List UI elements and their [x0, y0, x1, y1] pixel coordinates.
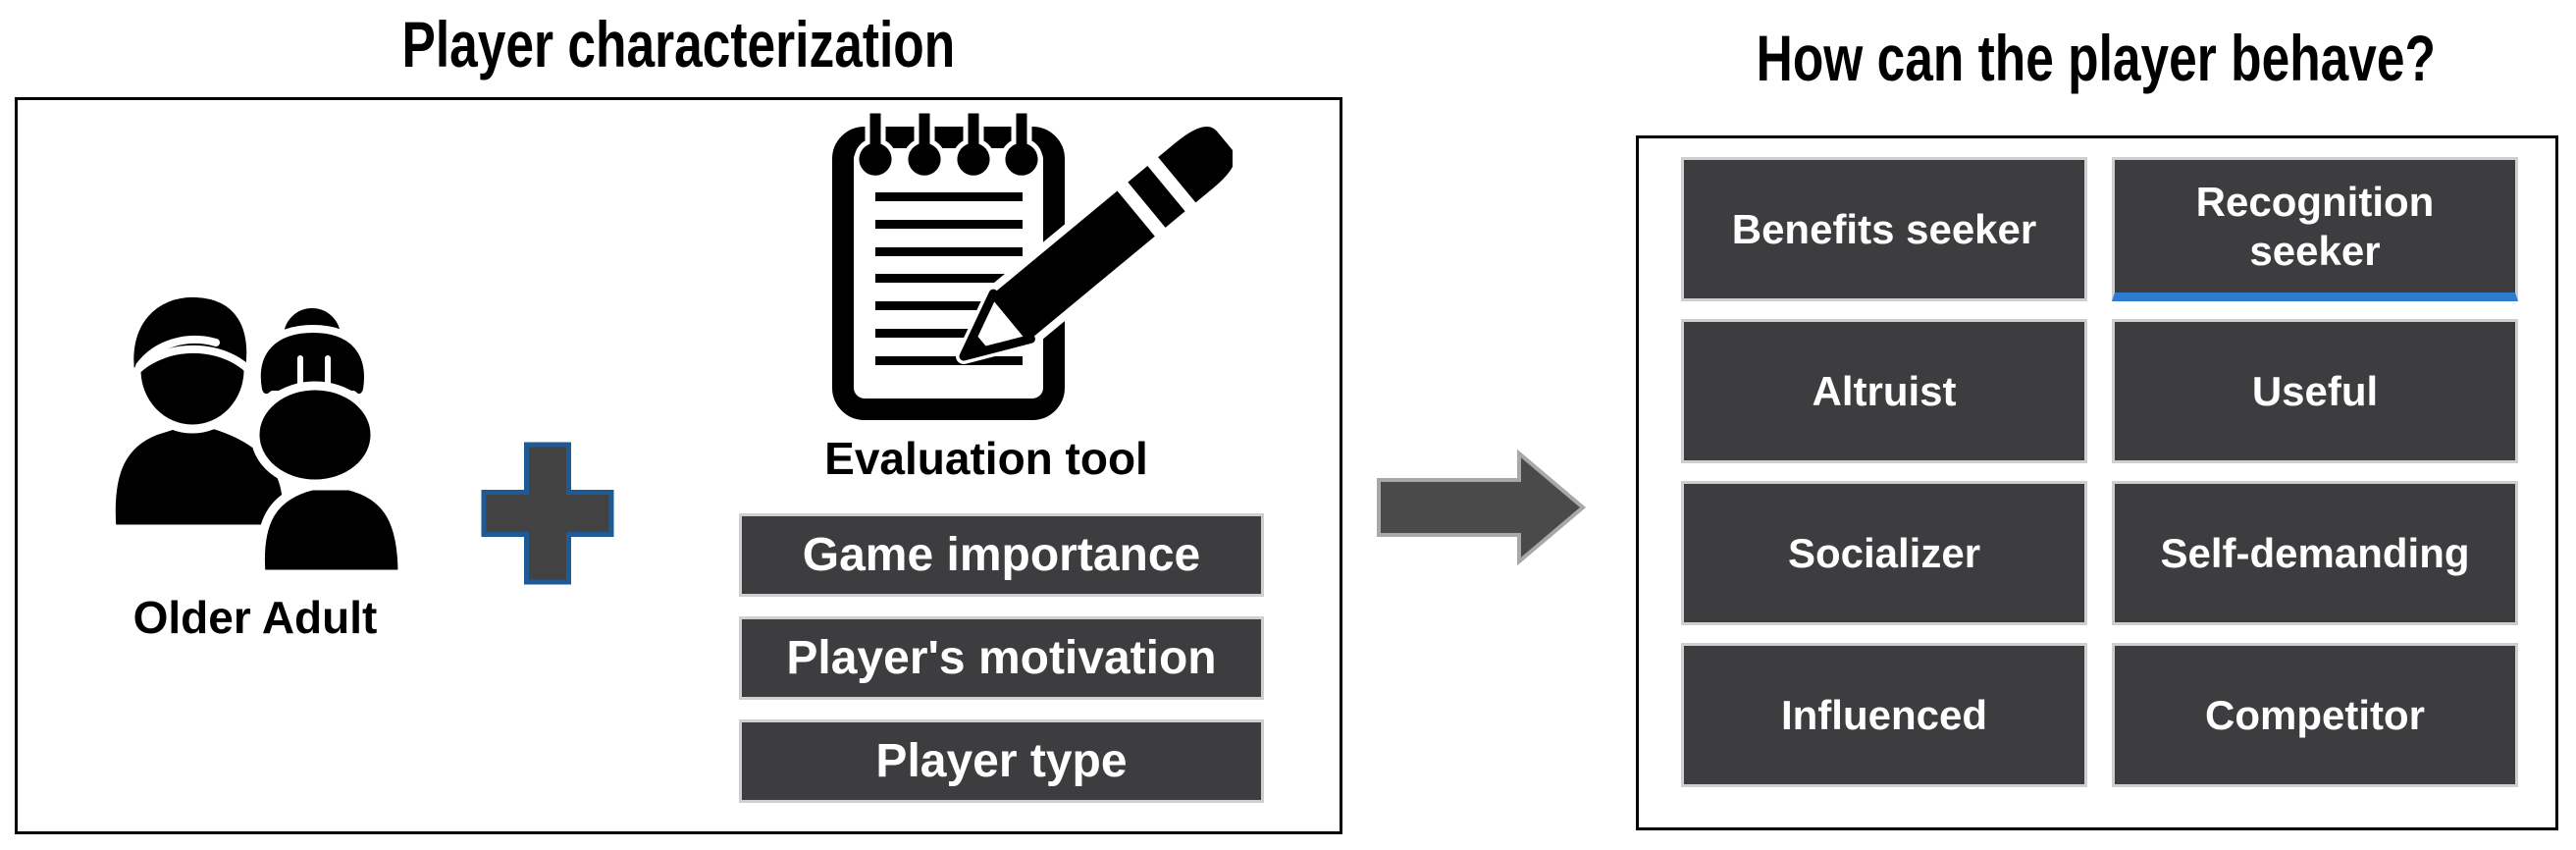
- behavior-box: Useful: [2112, 319, 2518, 463]
- behavior-label: Altruist: [1812, 367, 1957, 414]
- behavior-box: Altruist: [1681, 319, 2087, 463]
- evaluation-item-label: Game importance: [802, 529, 1201, 581]
- behavior-box: Influenced: [1681, 643, 2087, 787]
- behavior-label: Recognition seeker: [2195, 178, 2435, 274]
- behavior-box: Competitor: [2112, 643, 2518, 787]
- notepad-pencil-icon: [832, 108, 1233, 420]
- evaluation-tool-label: Evaluation tool: [824, 433, 1148, 484]
- behavior-box: Self-demanding: [2112, 481, 2518, 625]
- behaviors-grid: Benefits seeker Recognition seeker Altru…: [1681, 157, 2518, 787]
- plus-icon: [481, 442, 614, 585]
- left-panel-title: Player characterization: [15, 12, 1341, 77]
- evaluation-item-player-type: Player type: [739, 719, 1264, 803]
- older-adult-label: Older Adult: [132, 592, 378, 643]
- evaluation-item-label: Player's motivation: [786, 632, 1217, 684]
- evaluation-item-game-importance: Game importance: [739, 513, 1264, 597]
- behavior-box: Socializer: [1681, 481, 2087, 625]
- behavior-label: Socializer: [1787, 529, 1981, 576]
- left-panel-title-text: Player characterization: [401, 8, 955, 80]
- right-panel-title-text: How can the player behave?: [1756, 22, 2437, 94]
- behavior-label: Useful: [2251, 367, 2379, 414]
- evaluation-item-players-motivation: Player's motivation: [739, 616, 1264, 700]
- behavior-label: Benefits seeker: [1731, 205, 2037, 252]
- evaluation-items-list: Game importance Player's motivation Play…: [739, 513, 1264, 823]
- arrow-right-icon: [1377, 450, 1587, 565]
- behavior-box: Recognition seeker: [2112, 157, 2518, 301]
- behavior-box: Benefits seeker: [1681, 157, 2087, 301]
- behavior-label: Competitor: [2205, 691, 2425, 738]
- right-panel-title: How can the player behave?: [1636, 26, 2556, 90]
- evaluation-item-label: Player type: [875, 735, 1128, 787]
- behavior-label: Self-demanding: [2160, 529, 2470, 576]
- behavior-label: Influenced: [1780, 691, 1988, 738]
- older-adults-couple-icon: [106, 289, 405, 579]
